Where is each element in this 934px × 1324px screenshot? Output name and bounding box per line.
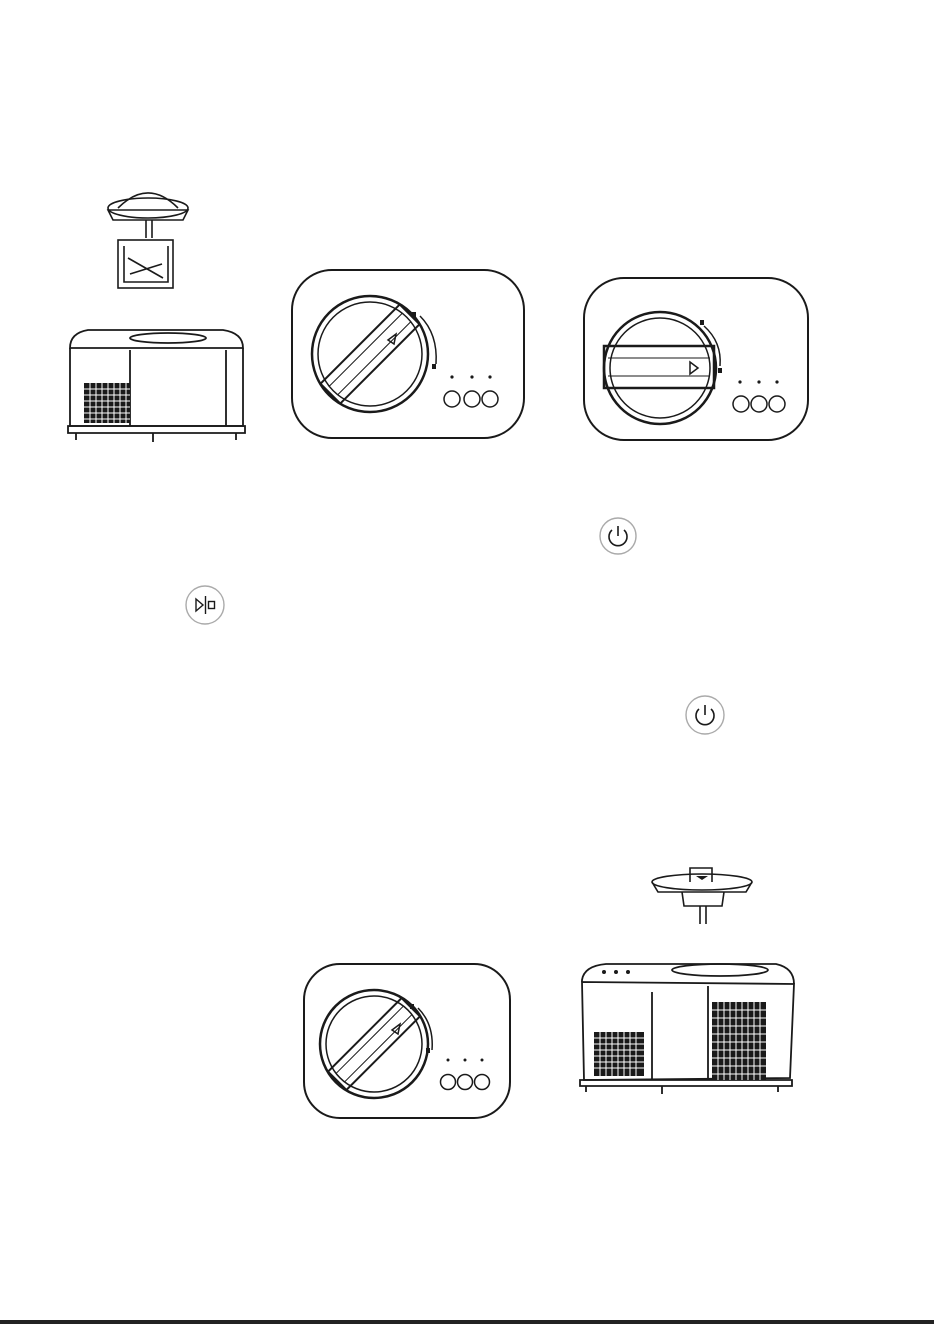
power-icon — [684, 694, 726, 736]
page-bottom-rule — [0, 1320, 934, 1324]
ice-cream-maker-with-paddle-icon — [58, 178, 258, 458]
control-panel-dial-unlocked-icon — [290, 268, 526, 440]
play-pause-icon — [184, 584, 226, 626]
control-panel-dial-locked-icon — [582, 276, 810, 442]
power-icon — [598, 516, 638, 556]
control-panel-dial-unlocked-icon — [302, 962, 512, 1120]
ice-cream-maker-lid-icon — [572, 862, 802, 1102]
